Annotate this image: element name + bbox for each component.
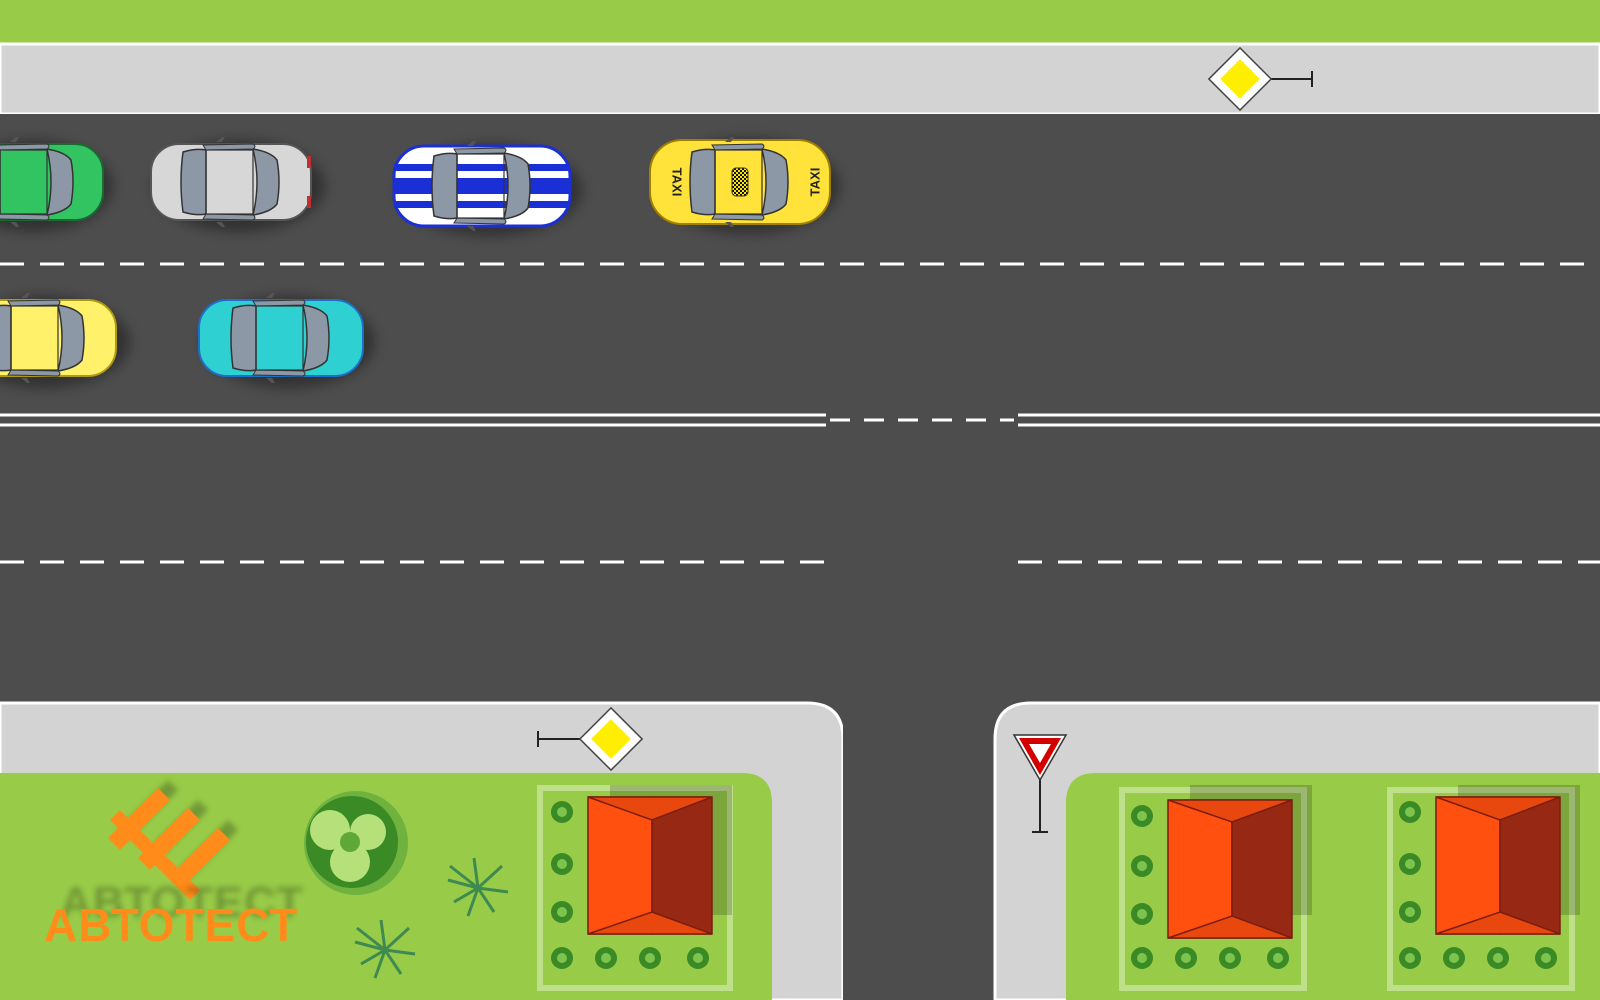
shrub-icon [1131, 903, 1153, 925]
main-road-sign-bottom [537, 706, 644, 772]
shrub-icon [551, 947, 573, 969]
tree-large [304, 791, 408, 895]
shrub-icon [1399, 901, 1421, 923]
silver-car [150, 136, 325, 232]
main-road-sign-top [1207, 46, 1313, 112]
shrub-icon [551, 801, 573, 823]
shrub-icon [1131, 947, 1153, 969]
cyan-car [198, 292, 375, 388]
shrub-icon [1131, 855, 1153, 877]
yield-sign [1012, 734, 1068, 833]
top-sidewalk [0, 42, 1600, 116]
shrub-icon [1487, 947, 1509, 969]
house-3 [1387, 785, 1580, 991]
shrub-icon [1131, 805, 1153, 827]
shrub-icon [1219, 947, 1241, 969]
avtotest-logo-icon [108, 780, 238, 900]
taxi-label-rear: TAXI [807, 168, 822, 197]
shrub-icon [551, 901, 573, 923]
shrub-icon [1535, 947, 1557, 969]
shrub-icon [1399, 947, 1421, 969]
house-1 [537, 785, 733, 991]
logo-text-shadow: АВТОТЕСТ [60, 878, 304, 927]
shrub-icon [687, 947, 709, 969]
yellow-car [0, 292, 130, 388]
top-grass [0, 0, 1600, 44]
shrub-icon [1267, 947, 1289, 969]
shrub-icon [639, 947, 661, 969]
blue-striped-car [392, 140, 582, 236]
shrub-icon [1399, 801, 1421, 823]
shrub-icon [1443, 947, 1465, 969]
shrub-icon [1175, 947, 1197, 969]
palm-bush-2 [354, 919, 416, 979]
taxi-label-front: TAXI [670, 168, 685, 197]
green-car [0, 136, 113, 232]
logo-text: АВТОТЕСТ [44, 899, 299, 951]
palm-bush-1 [447, 857, 509, 917]
side-road [843, 703, 995, 1000]
double-center-line [0, 413, 1600, 427]
shrub-icon [595, 947, 617, 969]
garden-shrubs [551, 801, 1557, 969]
shrub-icon [551, 853, 573, 875]
vehicles: TAXI TAXI [0, 136, 840, 388]
taxi-car: TAXI TAXI [649, 136, 840, 234]
taxi-roof-sign-icon [731, 167, 749, 197]
shrub-icon [1399, 853, 1421, 875]
bottom-left-grass [0, 773, 772, 1000]
house-2 [1119, 785, 1312, 991]
